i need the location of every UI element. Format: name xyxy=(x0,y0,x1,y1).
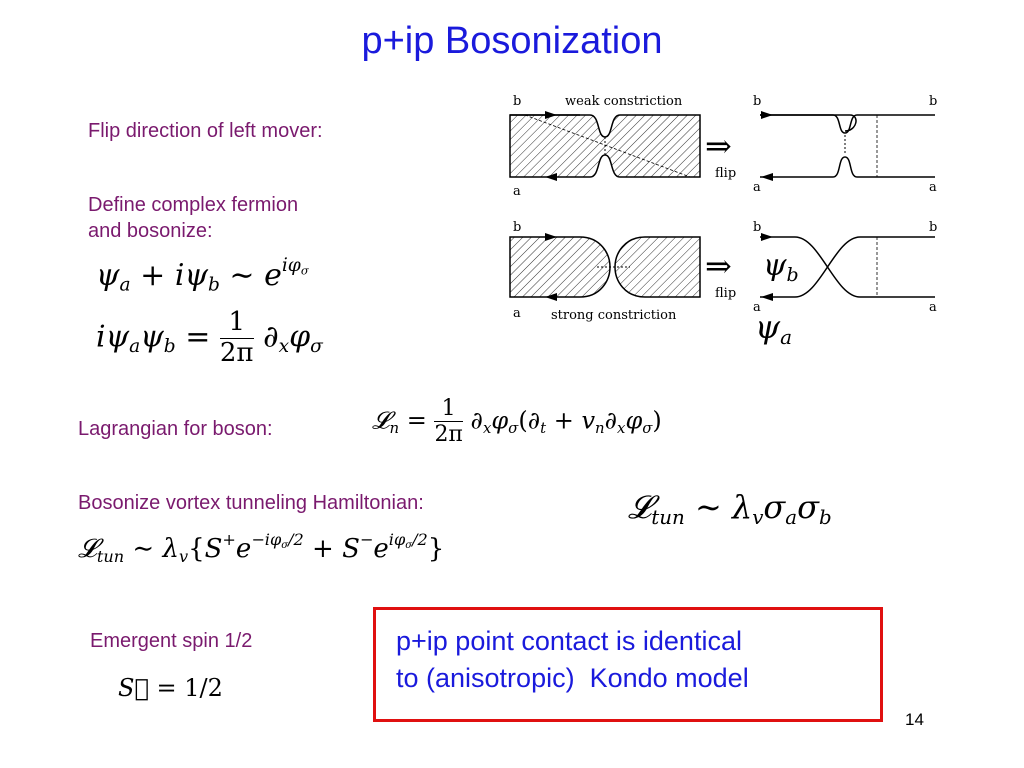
strong-constriction-right-shape xyxy=(614,236,701,298)
arrow-right-icon xyxy=(545,111,557,119)
edge-label-a-5: a xyxy=(753,300,761,315)
arrow-left-icon xyxy=(545,173,557,181)
implies-arrow-icon-2: ⇒ xyxy=(705,247,732,285)
flip-label-bottom: flip xyxy=(715,286,736,301)
highlight-line-2: to (anisotropic) Kondo model xyxy=(396,663,749,693)
constriction-diagram: b a weak constriction ⇒ flip b b a a b a… xyxy=(509,94,937,349)
weak-constriction-label: weak constriction xyxy=(565,94,683,109)
edge-label-b-2: b xyxy=(753,94,761,109)
tunneling-spin-equation: 𝓛tun ∼ λvσaσb xyxy=(628,488,832,529)
edge-label-a-4: a xyxy=(513,306,521,321)
edge-label-a-2: a xyxy=(753,180,761,195)
edge-label-a: a xyxy=(513,184,521,199)
page-number: 14 xyxy=(905,710,924,729)
strong-constriction-left-shape xyxy=(509,236,611,298)
bosonize-vortex-label: Bosonize vortex tunneling Hamiltonian: xyxy=(78,492,424,514)
highlight-line-1: p+ip point contact is identical xyxy=(396,626,742,656)
edge-label-b-3: b xyxy=(929,94,937,109)
flip-direction-label: Flip direction of left mover: xyxy=(88,120,323,142)
strong-constriction-label: strong constriction xyxy=(551,308,677,323)
psi-b-symbol: ψb xyxy=(763,248,799,286)
highlight-box xyxy=(373,607,883,722)
emergent-spin-label: Emergent spin 1/2 xyxy=(90,630,253,652)
highlight-box-text: p+ip point contact is identical to (anis… xyxy=(396,623,749,697)
define-fermion-label-line2: and bosonize: xyxy=(88,220,213,242)
edge-label-b-6: b xyxy=(929,220,937,235)
lagrangian-label: Lagrangian for boson: xyxy=(78,418,273,440)
complex-fermion-equation: ψa + iψb ∼ eiφσ xyxy=(96,255,309,296)
edge-label-b-4: b xyxy=(513,220,521,235)
flip-label-top: flip xyxy=(715,166,736,181)
spin-vector-equation: S⃗ = 1/2 xyxy=(118,674,223,702)
edge-label-a-6: a xyxy=(929,300,937,315)
define-fermion-label-line1: Define complex fermion xyxy=(88,194,299,216)
edge-label-a-3: a xyxy=(929,180,937,195)
psi-a-symbol: ψa xyxy=(755,308,792,349)
slide-title: p+ip Bosonization xyxy=(361,20,663,62)
edge-label-b-5: b xyxy=(753,220,761,235)
implies-arrow-icon: ⇒ xyxy=(705,127,732,165)
tunneling-hamiltonian-equation: 𝓛tun ∼ λv{S+e−iφσ/2 + S−eiφσ/2} xyxy=(78,529,445,566)
edge-label-b: b xyxy=(513,94,521,109)
